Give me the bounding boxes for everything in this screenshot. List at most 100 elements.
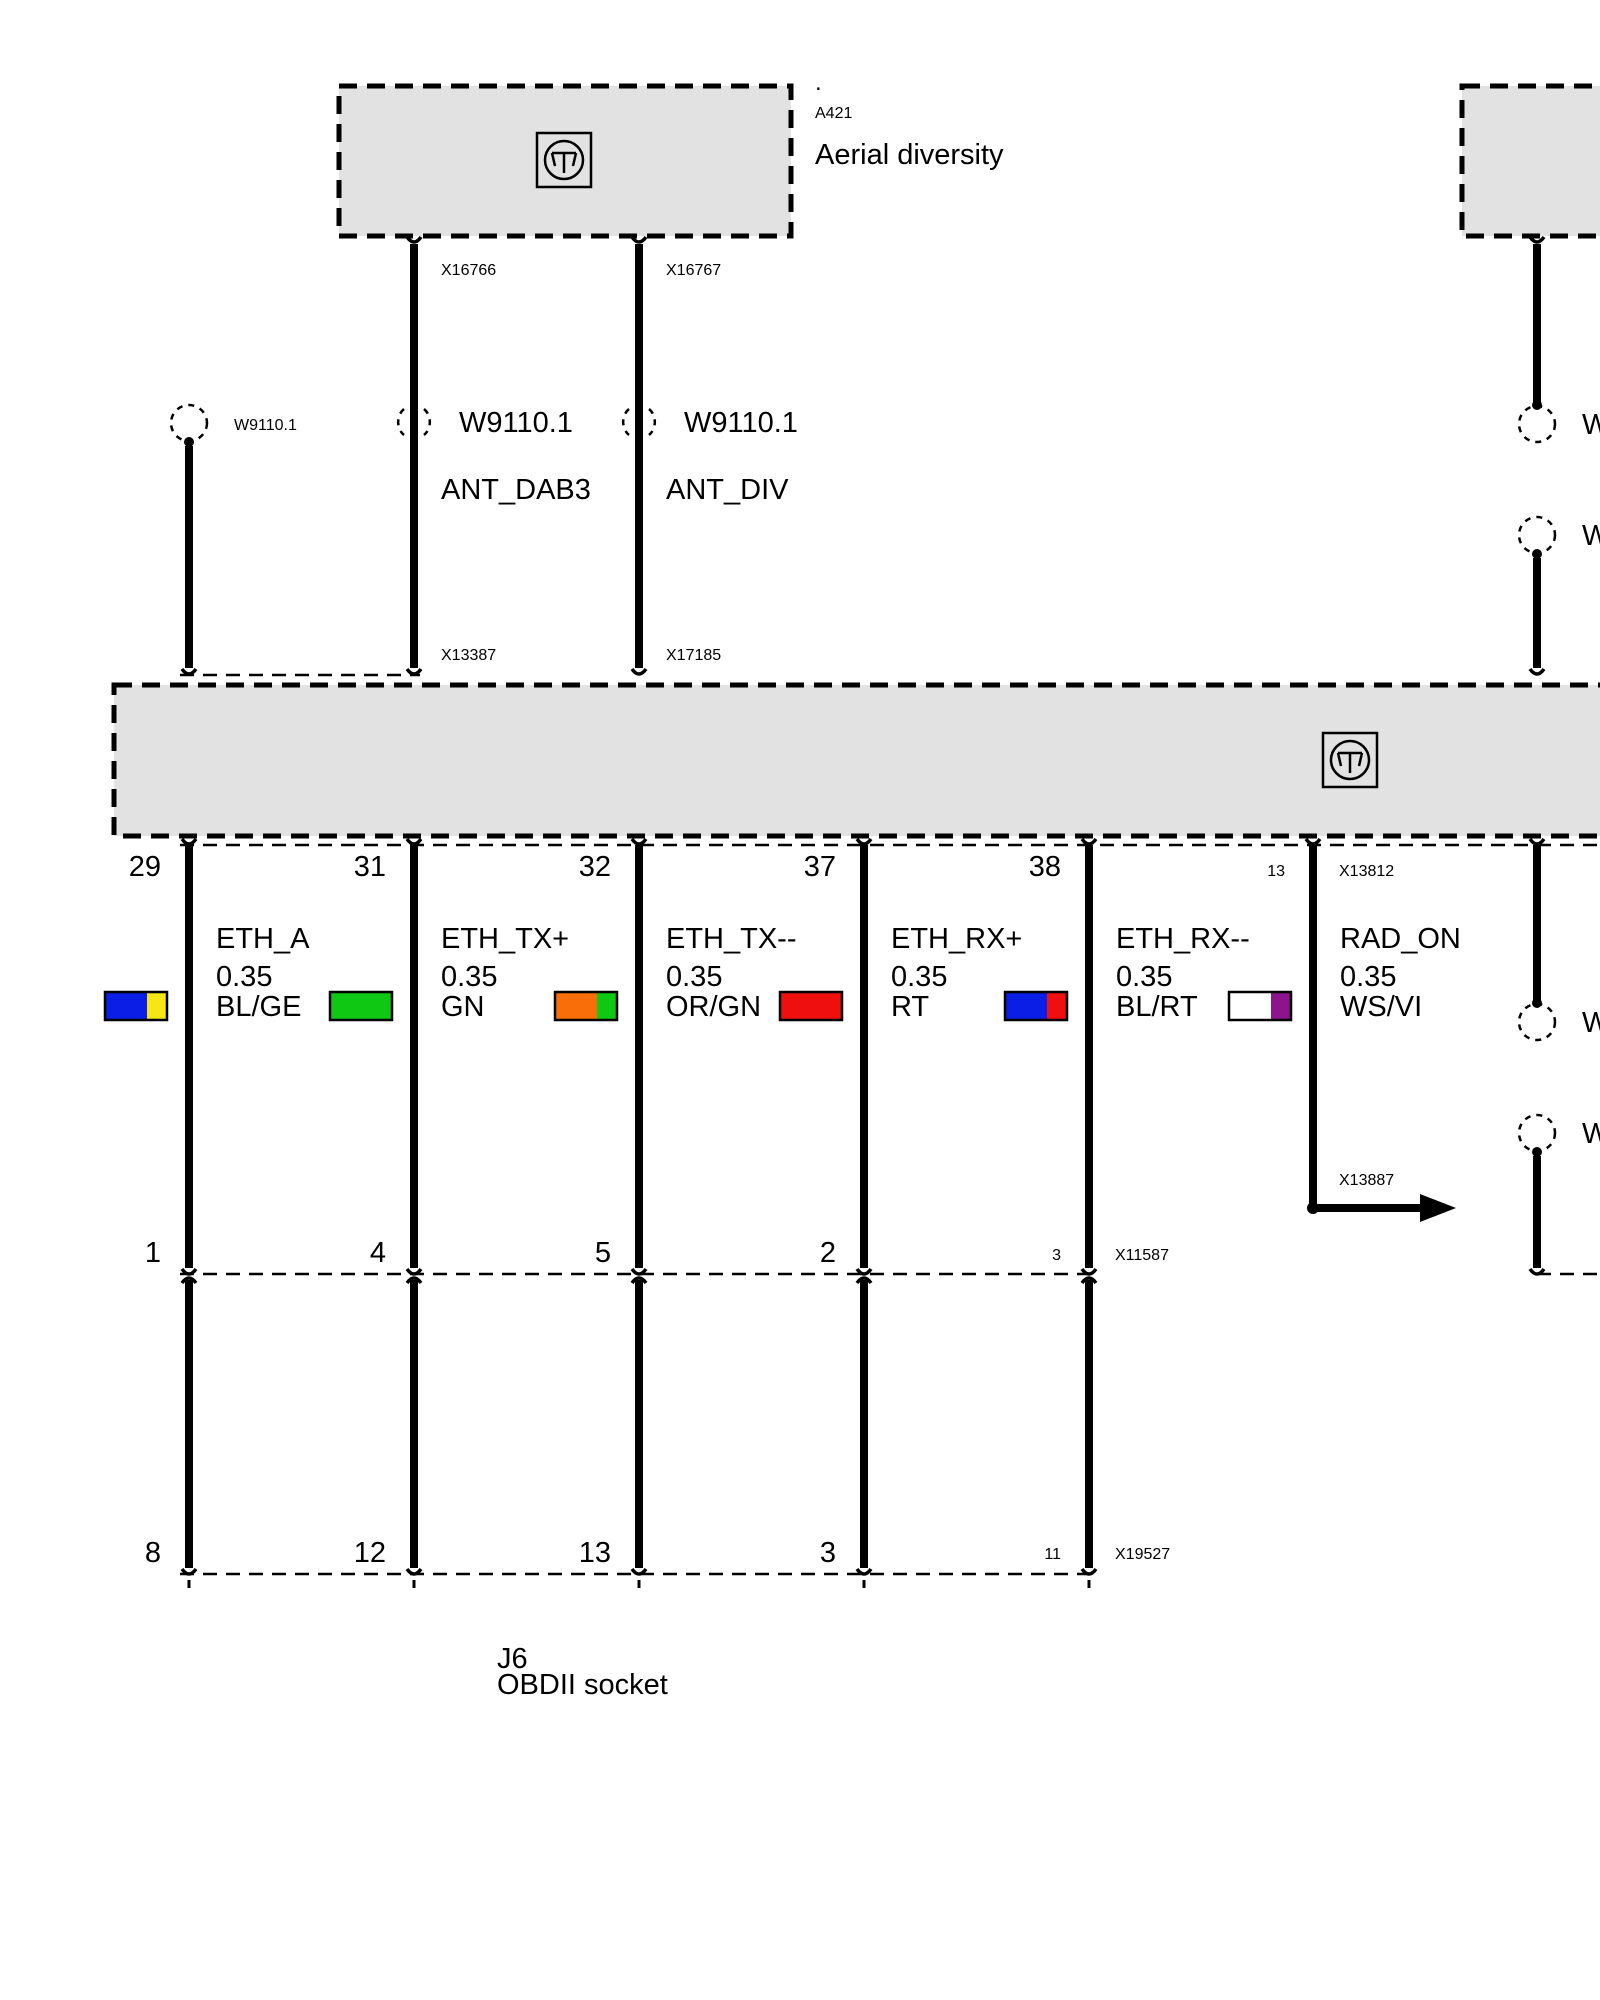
pin-columns: 1829ETH_A0.35BL/GE41231ETH_TX+0.35GN5133…	[103, 837, 1461, 1588]
pin-number-mid: 3	[1052, 1247, 1061, 1264]
wire-size: 0.35	[216, 961, 272, 993]
terminal-icon	[180, 837, 198, 846]
pin-number-bottom: 12	[354, 1537, 386, 1569]
wire-color-code: BL/RT	[1116, 991, 1198, 1023]
connector-label-main: X13812	[1339, 863, 1394, 880]
main-unit-box	[111, 682, 1600, 839]
signal-name: ANT_DIV	[666, 474, 789, 506]
wire-color-code: BL/GE	[216, 991, 301, 1023]
wire-color-code: WS/VI	[1340, 991, 1422, 1023]
pin-number-mid: 2	[820, 1237, 836, 1269]
terminal-icon	[1528, 837, 1546, 846]
signal-name: ANT_DAB3	[441, 474, 591, 506]
pin-number-top: 13	[1267, 863, 1285, 880]
connector-label-bottom: X19527	[1115, 1546, 1170, 1563]
signal-name: ETH_RX+	[891, 923, 1022, 955]
arrow-right-icon	[1420, 1194, 1456, 1222]
aerial-name: Aerial diversity	[815, 139, 1004, 171]
connector-label-arrow: X13887	[1339, 1172, 1394, 1189]
shield-icon	[1517, 515, 1557, 559]
connector-label: X17185	[666, 647, 721, 664]
wire-color-swatch	[778, 990, 844, 1022]
pin-number-top: 31	[354, 851, 386, 883]
wire-color-code: OR/GN	[666, 991, 761, 1023]
wire-color-swatch	[553, 990, 619, 1022]
aerial-ref: A421	[815, 105, 852, 122]
signal-name: ETH_TX--	[666, 923, 797, 955]
connector-label: X13387	[441, 647, 496, 664]
terminal-icon	[630, 1276, 648, 1285]
wire-color-swatch	[103, 990, 169, 1022]
terminal-icon	[180, 1276, 198, 1285]
aerial-module-icon	[535, 131, 593, 189]
terminal-icon	[180, 667, 198, 676]
signal-name: ETH_RX--	[1116, 923, 1250, 955]
pin-number-mid: 4	[370, 1237, 386, 1269]
wire-ref: W9110.1	[684, 407, 798, 439]
pin-number-top: 32	[579, 851, 611, 883]
pin-number-top: 29	[129, 851, 161, 883]
terminal-icon	[1304, 837, 1322, 846]
wire-color-code: RT	[891, 991, 929, 1023]
wire-color-swatch	[1227, 990, 1293, 1022]
wire-size: 0.35	[1340, 961, 1396, 993]
pin-number-bottom: 11	[1044, 1546, 1061, 1563]
shield-ref: W9110.1	[234, 417, 297, 434]
wire-color-swatch	[328, 990, 394, 1022]
pin-number-mid: 1	[145, 1237, 161, 1269]
obd-ref: J6	[497, 1643, 528, 1675]
right-module-box-partial	[1459, 83, 1600, 239]
pin-number-bottom: 3	[820, 1537, 836, 1569]
pin-number-top: 37	[804, 851, 836, 883]
connector-label: X16767	[666, 262, 721, 279]
wire-ref-partial: W	[1582, 520, 1600, 552]
wire-ref-partial: W	[1582, 1118, 1600, 1150]
terminal-icon	[1080, 837, 1098, 846]
terminal-icon	[405, 1276, 423, 1285]
shield-icon	[1517, 1113, 1557, 1157]
obd-name: OBDII socket	[497, 1669, 668, 1701]
shield-icon	[396, 408, 432, 436]
connector-label-mid: X11587	[1115, 1247, 1169, 1264]
shield-icon	[1517, 400, 1557, 444]
signal-name: ETH_TX+	[441, 923, 569, 955]
wire-color-code: GN	[441, 991, 485, 1023]
wire-size: 0.35	[891, 961, 947, 993]
terminal-icon	[405, 667, 423, 676]
terminal-icon	[630, 667, 648, 676]
terminal-icon	[630, 235, 648, 244]
shield-icon	[169, 403, 209, 447]
aerial-dot: .	[815, 69, 822, 96]
pin-number-bottom: 13	[579, 1537, 611, 1569]
connector-label: X16766	[441, 262, 496, 279]
pin-number-bottom: 8	[145, 1537, 161, 1569]
wire-ref-partial: W	[1582, 1007, 1600, 1039]
signal-name: ETH_A	[216, 923, 310, 955]
terminal-icon	[1528, 667, 1546, 676]
pin-number-mid: 5	[595, 1237, 611, 1269]
shield-icon	[621, 408, 657, 436]
terminal-icon	[855, 1276, 873, 1285]
terminal-icon	[855, 837, 873, 846]
wire-ref-partial: W	[1582, 409, 1600, 441]
terminal-icon	[630, 837, 648, 846]
terminal-icon	[1080, 1276, 1098, 1285]
wire-ref: W9110.1	[459, 407, 573, 439]
wire-size: 0.35	[1116, 961, 1172, 993]
wire-color-swatch	[1003, 990, 1069, 1022]
wire-size: 0.35	[441, 961, 497, 993]
shield-icon	[1517, 998, 1557, 1042]
main-unit-icon	[1321, 731, 1379, 789]
signal-name: RAD_ON	[1340, 923, 1461, 955]
pin-number-top: 38	[1029, 851, 1061, 883]
wire-size: 0.35	[666, 961, 722, 993]
terminal-icon	[405, 235, 423, 244]
terminal-icon	[405, 837, 423, 846]
